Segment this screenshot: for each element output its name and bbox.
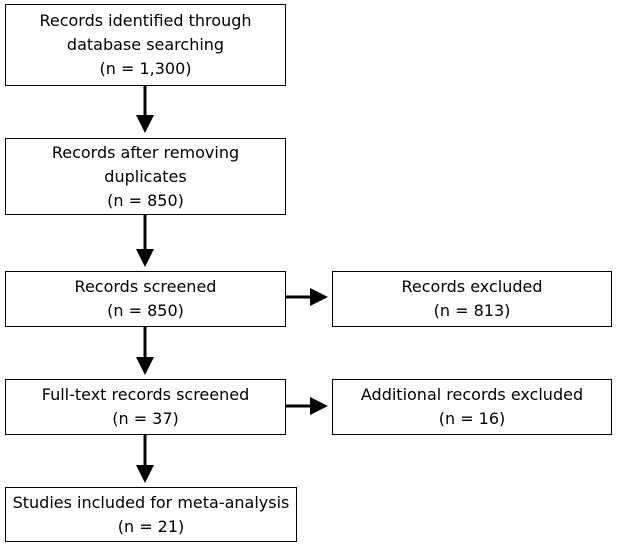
screened-label: Records screened — [74, 277, 217, 296]
fulltext-label: Full-text records screened — [41, 385, 250, 404]
fulltext-box: Full-text records screened (n = 37) — [5, 379, 286, 435]
deduplicated-line-2: duplicates — [104, 166, 187, 186]
screened-box: Records screened (n = 850) — [5, 271, 286, 327]
included-box: Studies included for meta-analysis (n = … — [5, 487, 297, 542]
screened-count: (n = 850) — [107, 301, 184, 320]
excluded-label: Records excluded — [401, 277, 543, 296]
identified-box: Records identified through database sear… — [5, 4, 286, 86]
identified-line-2: database searching — [66, 35, 225, 54]
excluded-count: (n = 813) — [433, 301, 511, 320]
deduplicated-box: Records after removing duplicates (n = 8… — [5, 138, 286, 215]
identified-count: (n = 1,300) — [99, 59, 192, 78]
deduplicated-count: (n = 850) — [107, 190, 184, 210]
identified-line-1: Records identified through — [39, 11, 252, 30]
deduplicated-line-1: Records after removing — [51, 142, 240, 162]
additional-excluded-box: Additional records excluded (n = 16) — [332, 379, 612, 435]
included-count: (n = 21) — [117, 516, 185, 536]
excluded-box: Records excluded (n = 813) — [332, 271, 612, 327]
included-label: Studies included for meta-analysis — [12, 492, 290, 512]
fulltext-count: (n = 37) — [112, 409, 179, 428]
additional-excluded-label: Additional records excluded — [360, 385, 584, 404]
additional-excluded-count: (n = 16) — [438, 409, 506, 428]
